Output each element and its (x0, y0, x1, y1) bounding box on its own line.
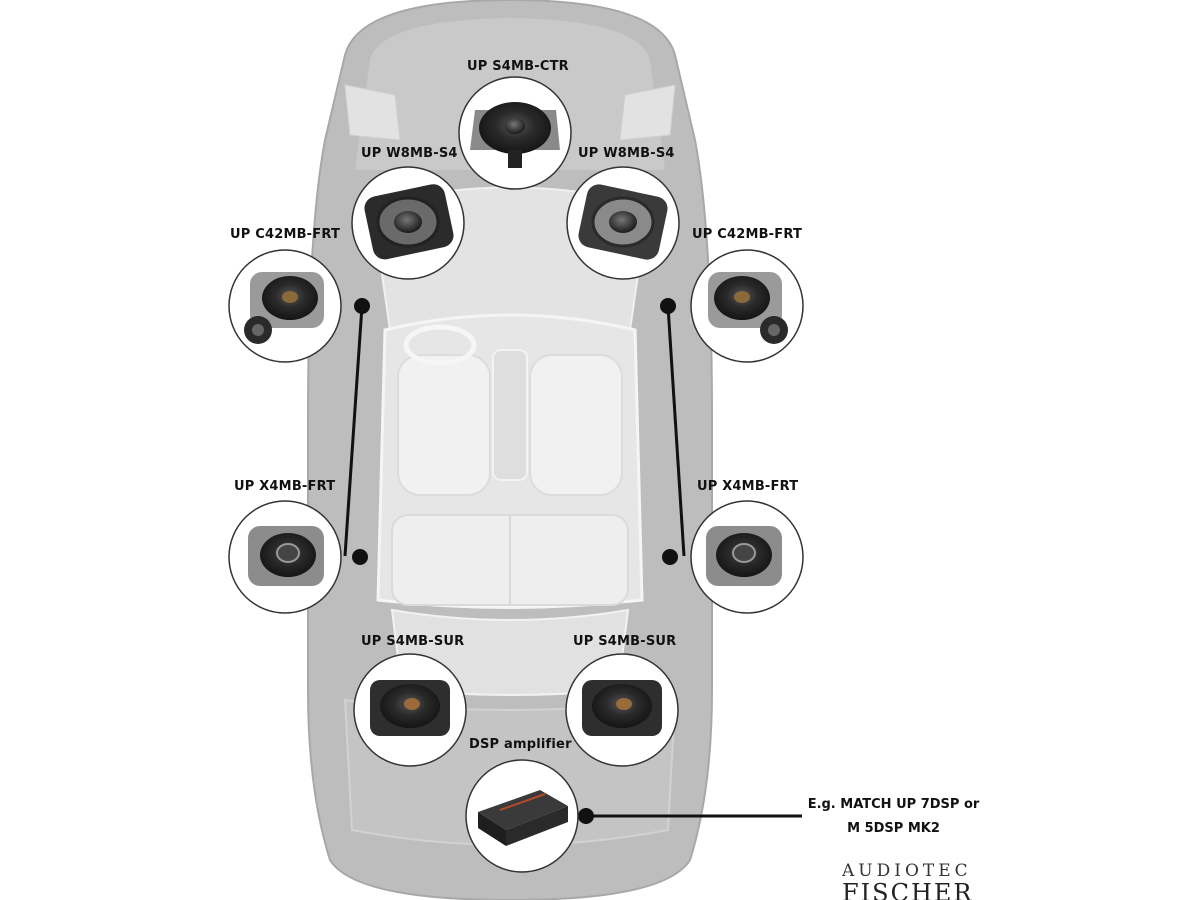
surround-left-label: UP S4MB-SUR (361, 634, 465, 649)
surround-left-speaker-icon (353, 653, 467, 767)
woofer-right-icon (566, 166, 680, 280)
front-door-left-speaker-icon (228, 249, 342, 363)
surround-right-speaker-icon (565, 653, 679, 767)
woofer-right-label: UP W8MB-S4 (578, 146, 675, 161)
amplifier-note: E.g. MATCH UP 7DSP or M 5DSP MK2 (806, 793, 981, 841)
surround-right-label: UP S4MB-SUR (573, 634, 677, 649)
front-coax-right-speaker-icon (690, 500, 804, 614)
woofer-left-icon (351, 166, 465, 280)
front-door-right-label: UP C42MB-FRT (692, 227, 803, 242)
center-speaker-icon (458, 76, 572, 190)
center-speaker-label: UP S4MB-CTR (467, 59, 569, 74)
dsp-amplifier-label: DSP amplifier (469, 737, 572, 752)
amplifier-note-line2: M 5DSP MK2 (847, 821, 940, 836)
front-door-left-label: UP C42MB-FRT (230, 227, 341, 242)
dsp-amplifier-icon (465, 759, 579, 873)
front-coax-left-label: UP X4MB-FRT (234, 479, 336, 494)
connector-lines (343, 298, 802, 824)
front-door-right-speaker-icon (690, 249, 804, 363)
brand-logo-top: AUDIOTEC (842, 862, 972, 881)
woofer-left-label: UP W8MB-S4 (361, 146, 458, 161)
amplifier-note-line1: E.g. MATCH UP 7DSP or (807, 797, 980, 812)
front-coax-right-label: UP X4MB-FRT (697, 479, 799, 494)
brand-logo: AUDIOTEC FISCHER (842, 862, 982, 900)
brand-logo-bottom: FISCHER (842, 879, 974, 900)
front-coax-left-speaker-icon (228, 500, 342, 614)
